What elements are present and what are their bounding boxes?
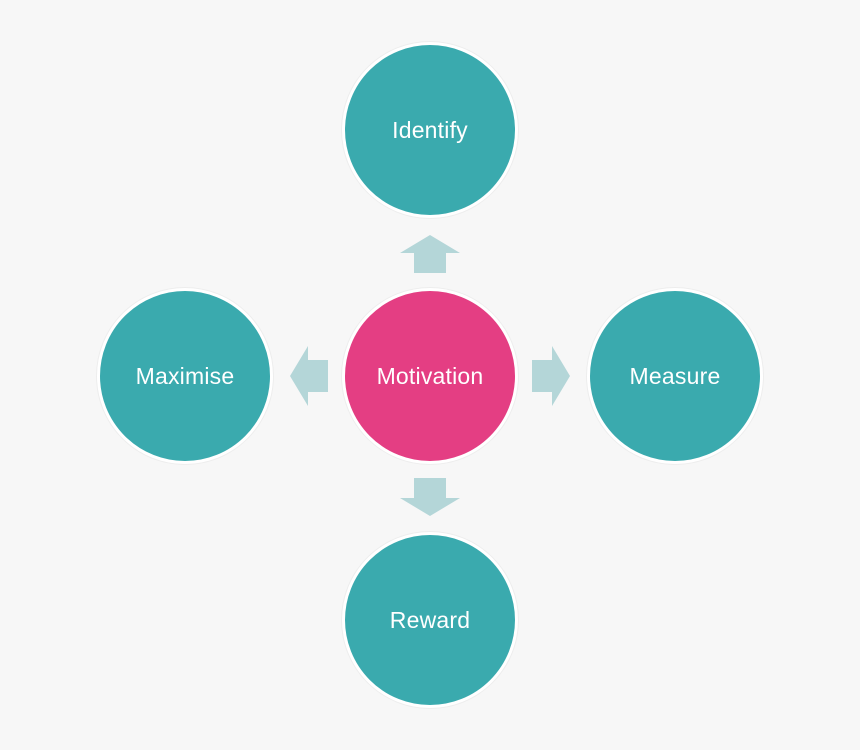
arrow-left-icon xyxy=(290,346,328,406)
node-motivation-label: Motivation xyxy=(376,362,484,389)
node-measure-label: Measure xyxy=(629,362,721,389)
arrow-up-icon xyxy=(400,235,460,273)
node-maximise: Maximise xyxy=(97,288,273,464)
node-maximise-label: Maximise xyxy=(135,362,235,389)
arrow-down-icon xyxy=(400,478,460,516)
node-identify-label: Identify xyxy=(392,116,468,143)
arrow-right-icon xyxy=(532,346,570,406)
node-motivation: Motivation xyxy=(342,288,518,464)
node-reward: Reward xyxy=(342,532,518,708)
node-measure: Measure xyxy=(587,288,763,464)
node-identify: Identify xyxy=(342,42,518,218)
node-reward-label: Reward xyxy=(389,606,471,633)
